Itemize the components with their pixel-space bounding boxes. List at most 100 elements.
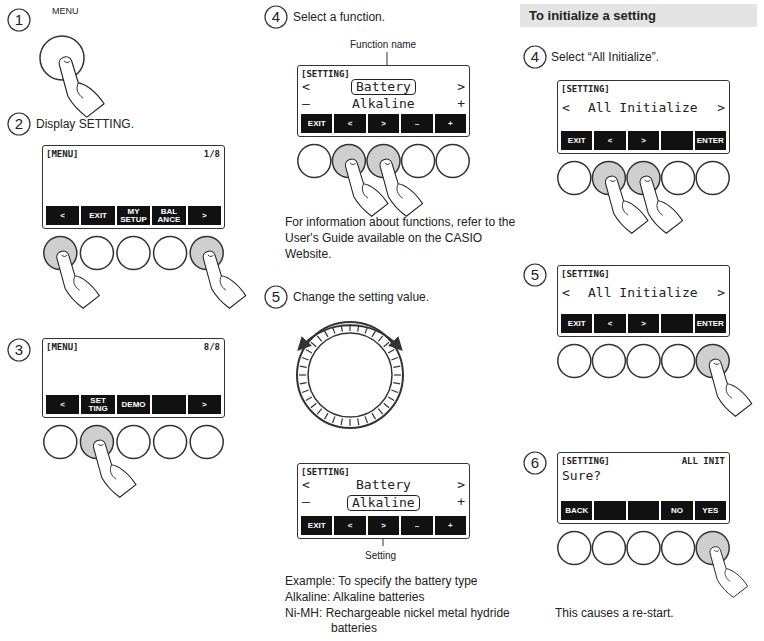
screen-text: < bbox=[562, 286, 570, 300]
soft-button bbox=[696, 162, 729, 195]
note-text: Select a function. bbox=[293, 10, 385, 25]
soft-button bbox=[402, 145, 435, 178]
softkey-cell: + bbox=[435, 516, 466, 535]
softkey-cell bbox=[594, 501, 625, 520]
softkey-label: BACK bbox=[565, 507, 588, 515]
dial-tick bbox=[378, 409, 382, 414]
softkey-cell: < bbox=[334, 114, 365, 133]
hand-detail bbox=[645, 180, 663, 215]
soft-button bbox=[80, 237, 113, 270]
hand-outline bbox=[203, 251, 246, 308]
dial-tick bbox=[378, 336, 382, 341]
hand bbox=[203, 251, 246, 308]
hand-detail bbox=[385, 163, 403, 198]
soft-button bbox=[558, 532, 591, 565]
softkey-label: + bbox=[448, 120, 453, 128]
soft-button bbox=[662, 532, 695, 565]
screen-header: [SETTING] bbox=[301, 69, 350, 79]
hand-detail bbox=[714, 550, 730, 581]
soft-button bbox=[592, 532, 625, 565]
callout-number: 2 bbox=[8, 113, 30, 135]
screen-text: Sure? bbox=[562, 469, 601, 483]
screen-text: + bbox=[457, 97, 465, 111]
dial-tick bbox=[300, 366, 307, 367]
softkey-label: EXIT bbox=[308, 120, 326, 128]
hand-detail bbox=[208, 255, 226, 290]
softkey-cell bbox=[152, 395, 185, 414]
softkey-cell: EXIT bbox=[561, 131, 592, 150]
softkey-cell: EXIT bbox=[81, 206, 114, 225]
softkey-bar: EXIT < > ENTER bbox=[561, 131, 726, 150]
note-text: This causes a re-start. bbox=[555, 606, 674, 621]
screen-text: Alkaline bbox=[347, 495, 420, 511]
soft-button bbox=[662, 162, 695, 195]
dial-tick bbox=[333, 416, 335, 423]
lcd-screen: EXIT<>–+[SETTING]<>BatteryAlkaline–+ bbox=[297, 463, 470, 539]
lcd-screen: EXIT<>ENTER[SETTING]<All Initialize> bbox=[557, 80, 730, 154]
turn-arrow bbox=[302, 325, 398, 346]
note-text: For information about functions, refer t… bbox=[285, 214, 517, 262]
softkey-cell: NO bbox=[661, 501, 692, 520]
dial bbox=[297, 322, 403, 428]
screen-text: > bbox=[457, 80, 465, 94]
softkey-cell: ENTER bbox=[695, 131, 726, 150]
dial-tick bbox=[365, 416, 367, 423]
softkey-label: > bbox=[202, 401, 207, 409]
note-text: Display SETTING. bbox=[36, 117, 134, 132]
callout-number: 3 bbox=[8, 339, 30, 361]
softkey-label: < bbox=[608, 137, 613, 145]
dial-tick bbox=[311, 403, 316, 407]
hand-outline bbox=[710, 547, 748, 598]
softkey-cell bbox=[628, 501, 659, 520]
screen-text: Alkaline bbox=[352, 97, 415, 111]
softkey-label: > bbox=[381, 522, 386, 530]
callout-number: 5 bbox=[265, 286, 287, 308]
softkey-bar: EXIT<>ENTER bbox=[561, 314, 726, 333]
softkey-cell: EXIT bbox=[301, 516, 332, 535]
softkey-bar: <SET TINGDEMO> bbox=[46, 395, 221, 414]
softkey-cell: < bbox=[46, 206, 79, 225]
dial-tick bbox=[317, 409, 321, 414]
dial-tick bbox=[302, 390, 309, 392]
soft-button bbox=[662, 345, 695, 378]
softkey-cell: + bbox=[435, 114, 466, 133]
screen-header: [MENU] bbox=[46, 342, 79, 352]
callout-number: 6 bbox=[524, 452, 546, 474]
note-text: Change the setting value. bbox=[293, 290, 429, 305]
hand bbox=[57, 251, 100, 308]
softkey-cell: > bbox=[628, 131, 659, 150]
dial-tick bbox=[306, 350, 312, 354]
softkey-cell: > bbox=[368, 114, 399, 133]
softkey-cell: EXIT bbox=[561, 314, 592, 333]
softkey-label: NO bbox=[671, 507, 683, 515]
screen-text: All Initialize bbox=[588, 286, 698, 300]
lcd-screen: <SET TINGDEMO>[MENU]8/8 bbox=[42, 338, 225, 418]
soft-button bbox=[436, 145, 469, 178]
soft-button bbox=[190, 426, 223, 459]
softkey-label: SET TING bbox=[89, 397, 108, 413]
soft-button bbox=[154, 426, 187, 459]
dial-tick bbox=[372, 331, 376, 337]
screen-text: < bbox=[302, 80, 310, 94]
softkey-label: > bbox=[641, 320, 646, 328]
callout-number: 1 bbox=[8, 9, 30, 31]
lcd-screen: EXIT<>ENTER[SETTING]<All Initialize> bbox=[557, 265, 730, 337]
dial-tick bbox=[391, 390, 398, 392]
softkey-cell: < bbox=[334, 516, 365, 535]
soft-button bbox=[117, 426, 150, 459]
note-text: Select “All Initialize”. bbox=[551, 50, 659, 65]
softkey-cell: MY SETUP bbox=[117, 206, 150, 225]
softkey-label: < bbox=[348, 120, 353, 128]
hand-outline bbox=[59, 57, 104, 117]
hand-detail bbox=[350, 163, 368, 198]
screen-text: Battery bbox=[356, 478, 411, 492]
hand bbox=[710, 547, 748, 598]
soft-button bbox=[627, 345, 660, 378]
softkey-label: DEMO bbox=[122, 401, 146, 409]
screen-text: Battery bbox=[351, 79, 416, 95]
softkey-label: > bbox=[641, 137, 646, 145]
screen-text: – bbox=[302, 495, 310, 509]
dial-tick bbox=[393, 383, 400, 384]
screen-header: 8/8 bbox=[204, 342, 220, 352]
dial-tick bbox=[302, 358, 309, 360]
